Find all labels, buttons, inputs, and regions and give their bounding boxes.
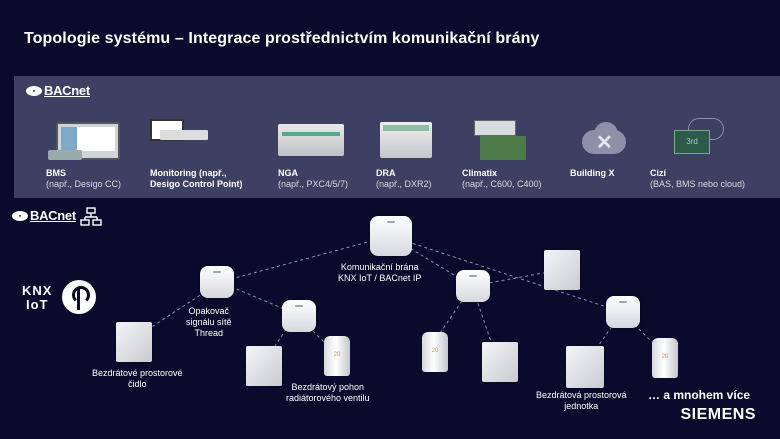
dra-controller-icon (380, 122, 432, 158)
actuator-display: 20 (661, 354, 669, 360)
page-title: Topologie systému – Integrace prostředni… (24, 30, 540, 47)
wireless-room-sensor-4 (482, 342, 518, 382)
thread-repeater-3 (282, 300, 316, 332)
actuator-display: 20 (431, 348, 439, 354)
device-climatix-label: Climatix(např., C600, C400) (462, 168, 542, 189)
third-party-cloud-icon: 3rd (668, 118, 724, 158)
climatix-hmi-icon (474, 120, 516, 136)
bacnet-network-text: BACnet (30, 208, 76, 223)
thread-logo-icon (62, 280, 96, 314)
device-monitoring-label: Monitoring (např.,Desigo Control Point) (150, 168, 243, 189)
third-party-tag: 3rd (674, 130, 710, 154)
siemens-logo: SIEMENS (680, 406, 756, 423)
laptop-icon (48, 150, 82, 160)
ashrae-seal-icon: ● (26, 85, 42, 96)
network-icon (80, 207, 102, 226)
device-bms-label: BMS(např., Desigo CC) (46, 168, 122, 189)
radiator-valve-actuator-2: 20 (422, 332, 448, 372)
more-devices-text: … a mnohem více (648, 388, 751, 402)
wireless-room-sensor-3 (246, 346, 282, 386)
climatix-board-icon (480, 136, 526, 160)
actuator-display: 20 (333, 352, 341, 358)
bacnet-logo-text: BACnet (44, 83, 90, 98)
bms-workstation-icon (56, 122, 120, 160)
wireless-room-sensor-2 (544, 250, 580, 290)
device-foreign-label: Cizí(BAS, BMS nebo cloud) (650, 168, 746, 189)
device-dra-label: DRA(např., DXR2) (376, 168, 432, 189)
ashrae-seal-icon: ● (12, 210, 28, 221)
wireless-room-unit (566, 346, 604, 388)
gateway-device (370, 216, 412, 256)
thread-repeater-1 (200, 266, 234, 298)
radiator-valve-actuator-3: 20 (652, 338, 678, 378)
device-building-x-label: Building X (570, 168, 615, 178)
thread-repeater-2 (456, 270, 490, 302)
building-x-cloud-icon: ✕ (574, 120, 630, 156)
wireless-room-sensor-1 (116, 322, 152, 362)
bacnet-network-logo: ● BACnet (12, 208, 76, 223)
radiator-valve-actuator-1: 20 (324, 336, 350, 376)
nga-controller-icon (278, 124, 344, 156)
monitoring-controller-icon (160, 130, 208, 140)
thread-repeater-4 (606, 296, 640, 328)
bacnet-logo: ● BACnet (26, 83, 90, 98)
device-nga-label: NGA(např., PXC4/5/7) (278, 168, 349, 189)
